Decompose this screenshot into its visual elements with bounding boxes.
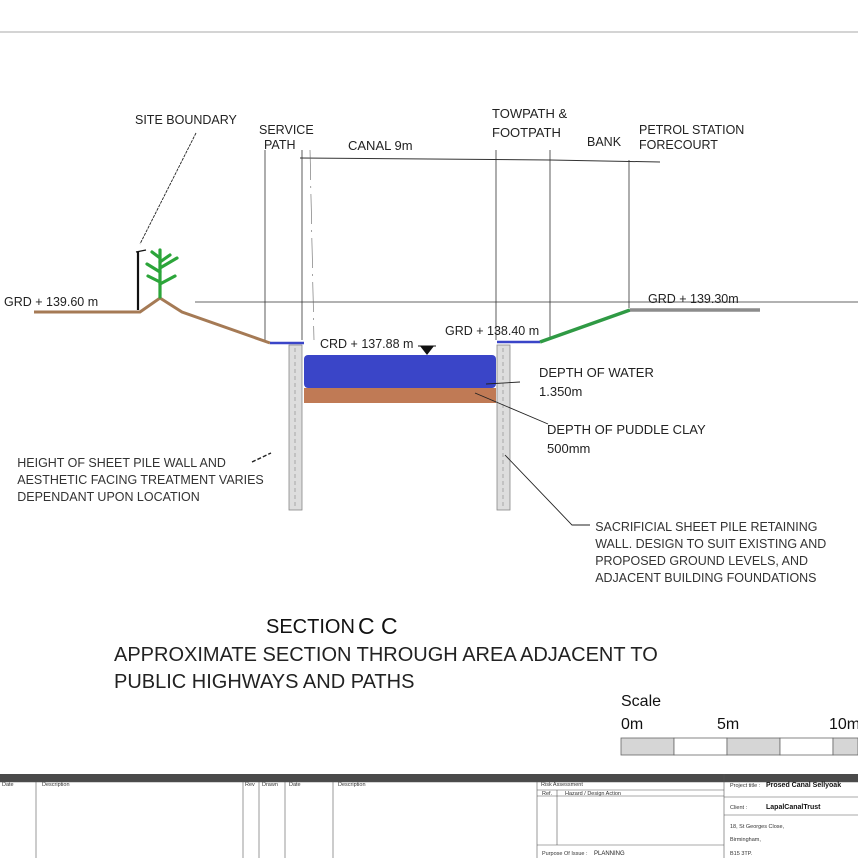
site-boundary-label: SITE BOUNDARY xyxy=(135,113,238,127)
service-path-label-1: SERVICE xyxy=(259,123,314,137)
retaining-note-line: PROPOSED GROUND LEVELS, AND xyxy=(595,553,808,568)
petrol-station-label-2: FORECOURT xyxy=(639,138,718,152)
petrol-station-label-1: PETROL STATION xyxy=(639,123,744,137)
sheet-pile-note-line: DEPENDANT UPON LOCATION xyxy=(17,489,199,504)
title-block: Date Description Rev Drawn Date Descript… xyxy=(0,774,858,858)
tb-col-drawn: Drawn xyxy=(262,782,278,788)
retaining-note-line: SACRIFICIAL SHEET PILE RETAINING xyxy=(595,519,817,534)
scale-bar xyxy=(620,737,858,756)
scale-heading: Scale xyxy=(621,693,661,710)
canal-width-label: CANAL 9m xyxy=(348,138,413,153)
retaining-wall-note: SACRIFICIAL SHEET PILE RETAINING WALL. D… xyxy=(595,519,826,585)
tb-address-line: 18, St Georges Close, xyxy=(730,824,785,830)
canal-water xyxy=(304,355,496,388)
retaining-note-line: ADJACENT BUILDING FOUNDATIONS xyxy=(595,570,816,585)
bank-label: BANK xyxy=(587,135,622,149)
sheet-pile-note-line: AESTHETIC FACING TREATMENT VARIES xyxy=(17,472,263,487)
tb-hazard: Hazard / Design Action xyxy=(565,791,621,797)
sheet-pile-note-line: HEIGHT OF SHEET PILE WALL AND xyxy=(17,455,226,470)
sheet-pile-note-leader xyxy=(251,452,272,463)
towpath-label-2: FOOTPATH xyxy=(492,125,561,140)
tree-icon xyxy=(145,248,179,299)
right-sheet-pile xyxy=(496,344,511,511)
left-sheet-pile xyxy=(288,344,303,511)
depth-clay-label-2: 500mm xyxy=(547,441,590,456)
service-path-label-2: PATH xyxy=(264,138,295,152)
section-prefix: SECTION xyxy=(266,616,355,638)
depth-water-label-1: DEPTH OF WATER xyxy=(539,365,654,380)
bank-dimension-line xyxy=(549,159,661,163)
ground-level-towpath: GRD + 138.40 m xyxy=(445,324,539,338)
water-depth-leader xyxy=(485,381,521,385)
tb-client-label: Client : xyxy=(730,805,748,811)
depth-clay-label-1: DEPTH OF PUDDLE CLAY xyxy=(547,422,706,437)
scale-tick-0: 0m xyxy=(621,716,643,733)
section-id: C C xyxy=(358,613,398,639)
tb-purpose-value: PLANNING xyxy=(594,851,625,857)
retaining-wall-leader xyxy=(504,454,590,526)
retaining-note-line: WALL. DESIGN TO SUIT EXISTING AND xyxy=(595,536,826,551)
depth-water-label-2: 1.350m xyxy=(539,384,582,399)
tb-col-rev: Rev xyxy=(245,782,255,788)
puddle-clay xyxy=(304,388,496,403)
ground-level-left: GRD + 139.60 m xyxy=(4,295,98,309)
section-title-line-2: PUBLIC HIGHWAYS AND PATHS xyxy=(114,671,414,693)
towpath-label-1: TOWPATH & xyxy=(492,106,567,121)
site-boundary-leader xyxy=(139,132,197,245)
tb-project-title-label: Project title : xyxy=(730,783,761,789)
canal-dimension-line xyxy=(299,157,551,161)
tb-col-description2: Description xyxy=(338,782,366,788)
scale-tick-10: 10m xyxy=(829,716,858,733)
tb-ref: Ref. xyxy=(542,791,553,797)
tb-col-description: Description xyxy=(42,782,70,788)
tb-col-date: Date xyxy=(2,782,14,788)
tb-risk-assessment: Risk Assessment xyxy=(541,782,583,788)
tb-address-line: B15 3TP. xyxy=(730,851,753,857)
canal-bed-level: CRD + 137.88 m xyxy=(320,337,413,351)
water-level-marker-icon xyxy=(420,346,434,355)
sheet-pile-note: HEIGHT OF SHEET PILE WALL AND AESTHETIC … xyxy=(17,455,263,504)
tb-col-date2: Date xyxy=(289,782,301,788)
clay-depth-leader xyxy=(474,392,549,425)
scale-tick-5: 5m xyxy=(717,716,739,733)
tb-purpose-label: Purpose Of Issue : xyxy=(542,851,588,857)
tb-address-line: Birmingham, xyxy=(730,837,761,843)
green-bank-slope xyxy=(539,308,631,344)
site-boundary-cap xyxy=(135,249,147,253)
section-title-line-1: APPROXIMATE SECTION THROUGH AREA ADJACEN… xyxy=(114,644,658,666)
tb-project-title-value: Prosed Canal Sellyoak xyxy=(766,782,841,789)
canal-centre-ext xyxy=(309,149,315,341)
tb-client-value: LapalCanalTrust xyxy=(766,804,821,811)
ground-level-right: GRD + 139.30m xyxy=(648,292,739,306)
